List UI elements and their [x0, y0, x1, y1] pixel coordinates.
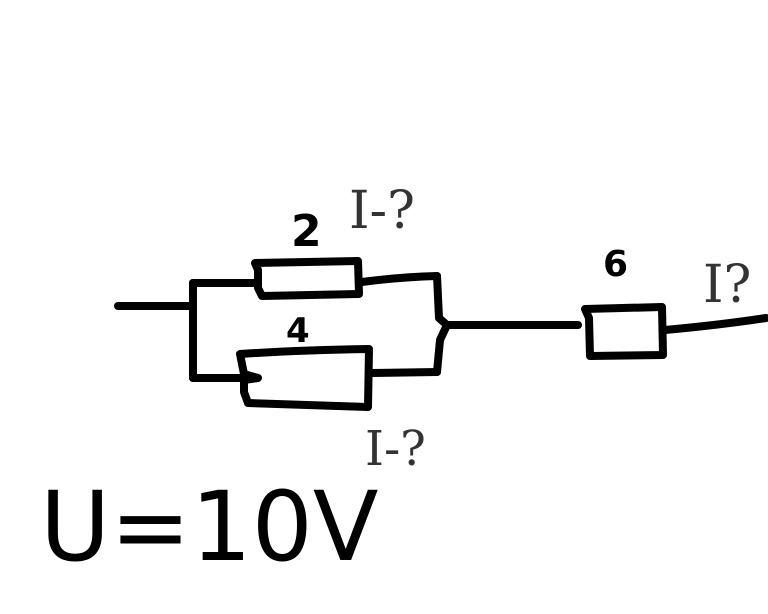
bottom-branch-right-wire — [366, 368, 441, 377]
output-wire — [661, 314, 768, 334]
resistor-bottom-label: 4 — [286, 311, 310, 351]
current-question-series: I? — [703, 255, 751, 315]
resistors — [236, 257, 667, 411]
current-question-top: I-? — [349, 181, 415, 241]
current-question-bottom: I-? — [365, 421, 426, 477]
resistor-series-label: 6 — [603, 244, 628, 285]
circuit-wires — [114, 272, 768, 382]
resistor-bottom — [236, 345, 373, 411]
resistor-top — [251, 257, 363, 300]
resistor-top-label: 2 — [291, 206, 322, 257]
voltage-label: U=10V — [40, 471, 379, 583]
top-branch-right-wire — [358, 272, 441, 286]
resistor-series — [581, 303, 667, 360]
